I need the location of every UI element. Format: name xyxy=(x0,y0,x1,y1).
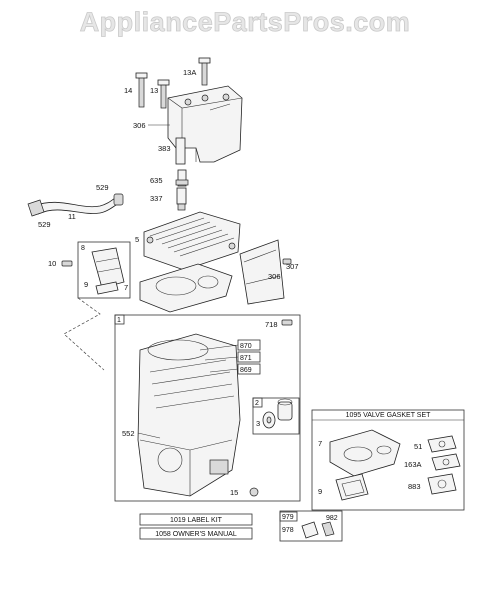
label-982: 982 xyxy=(326,515,338,522)
breather-gasket-9[interactable] xyxy=(95,281,119,295)
label-383: 383 xyxy=(158,144,171,153)
cylinder-head-5[interactable] xyxy=(143,211,241,271)
label-635: 635 xyxy=(150,176,163,185)
label-9-kit: 9 xyxy=(318,487,322,496)
bearing-2[interactable] xyxy=(277,398,293,421)
air-baffle-306[interactable] xyxy=(239,239,285,305)
label-978: 978 xyxy=(282,527,294,534)
cylinder-shroud-306[interactable] xyxy=(167,85,243,163)
label-871: 871 xyxy=(240,355,252,362)
label-552: 552 xyxy=(122,429,135,438)
seal-3[interactable] xyxy=(262,411,276,429)
breather-8[interactable] xyxy=(91,247,125,289)
spark-plug-337[interactable] xyxy=(176,187,187,211)
stud-14[interactable] xyxy=(135,72,148,108)
tube-383[interactable] xyxy=(175,137,186,165)
bearing-box xyxy=(252,397,300,435)
label-870: 870 xyxy=(240,343,252,350)
gasket-9-kit[interactable] xyxy=(335,473,369,501)
gasket-163a[interactable] xyxy=(431,453,461,471)
label-883: 883 xyxy=(408,482,421,491)
label-306-lower: 306 xyxy=(268,272,281,281)
stud-13[interactable] xyxy=(157,79,170,109)
spark-plug-635[interactable] xyxy=(175,169,189,187)
owners-manual-text: 1058 OWNER'S MANUAL xyxy=(155,531,237,538)
label-529-left: 529 xyxy=(38,220,51,229)
label-2: 2 xyxy=(255,400,259,407)
part-982[interactable] xyxy=(321,521,335,537)
label-9-breather: 9 xyxy=(84,280,88,289)
label-13a: 13A xyxy=(183,68,196,77)
screw-10[interactable] xyxy=(61,260,73,267)
dowel-718[interactable] xyxy=(281,319,293,326)
label-kit-box[interactable] xyxy=(139,513,253,526)
head-gasket-7-kit[interactable] xyxy=(329,429,401,477)
breather-tube-11[interactable] xyxy=(33,195,121,215)
gasket-51[interactable] xyxy=(427,435,457,453)
valve-gasket-set-frame xyxy=(311,409,465,511)
label-10: 10 xyxy=(48,259,56,268)
label-11: 11 xyxy=(68,212,76,221)
label-15: 15 xyxy=(230,488,238,497)
plug-15[interactable] xyxy=(249,487,259,497)
owners-manual-box[interactable] xyxy=(139,527,253,540)
valve-gasket-set-title: 1095 VALVE GASKET SET xyxy=(346,412,432,419)
label-337: 337 xyxy=(150,194,163,203)
cylinder-block-1[interactable] xyxy=(137,333,241,497)
screw-307[interactable] xyxy=(282,258,292,265)
label-718: 718 xyxy=(265,320,278,329)
label-1: 1 xyxy=(117,317,121,324)
label-306-top: 306 xyxy=(133,121,146,130)
label-7-kit: 7 xyxy=(318,439,322,448)
part-978[interactable] xyxy=(301,521,319,539)
label-979: 979 xyxy=(282,514,294,521)
clamp-529-right[interactable] xyxy=(113,193,124,206)
watermark-text: AppliancePartsPros.com xyxy=(80,7,411,37)
label-5: 5 xyxy=(135,235,139,244)
head-bolt-13a[interactable] xyxy=(198,57,211,86)
label-13: 13 xyxy=(150,86,158,95)
clamp-529-left[interactable] xyxy=(27,199,45,217)
label-529-right: 529 xyxy=(96,183,109,192)
cylinder-block-frame xyxy=(114,314,301,502)
label-kit-text: 1019 LABEL KIT xyxy=(170,517,223,524)
small-parts-frame xyxy=(279,510,343,542)
label-14: 14 xyxy=(124,86,132,95)
label-51: 51 xyxy=(414,442,422,451)
gasket-883[interactable] xyxy=(427,473,457,495)
label-3: 3 xyxy=(256,419,260,428)
label-307: 307 xyxy=(286,262,299,271)
breather-box xyxy=(77,241,131,299)
label-7-left: 7 xyxy=(124,283,128,292)
label-163a: 163A xyxy=(404,460,422,469)
head-gasket-7[interactable] xyxy=(139,263,233,313)
label-869: 869 xyxy=(240,367,252,374)
label-8: 8 xyxy=(81,245,85,252)
